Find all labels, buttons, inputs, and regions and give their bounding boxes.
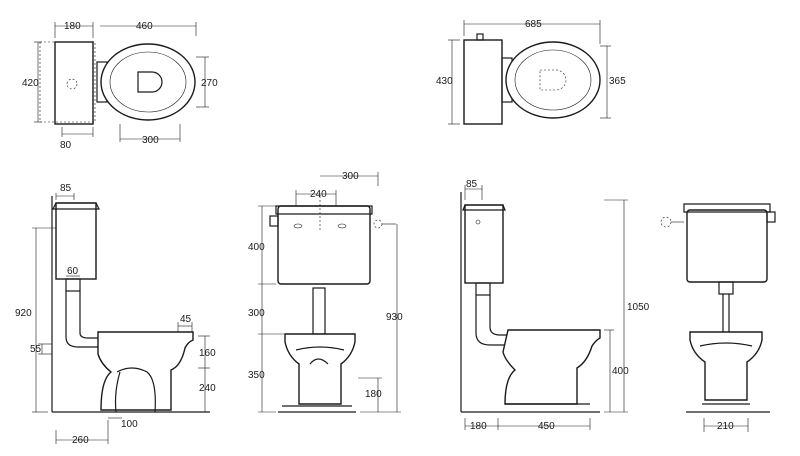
front-view-low-level: 300 240 400 300 350 930 180 [248,171,403,413]
dim-label: 450 [538,421,555,432]
dim-label: 420 [22,78,39,89]
dim-label: 100 [121,419,138,430]
dim-label: 180 [470,421,487,432]
dim-label: 460 [136,21,153,32]
dim-label: 400 [612,366,629,377]
dim-label: 210 [717,421,734,432]
cistern-side [464,204,504,284]
seat-plan [100,43,196,121]
cistern-plan [463,39,503,125]
dim-label: 685 [525,19,542,30]
side-view-low-level: 85 60 920 55 45 160 240 100 260 [15,183,216,446]
dim-label: 240 [199,383,216,394]
seat-plan [505,41,601,119]
dim-label: 300 [142,135,159,146]
dim-label: 270 [201,78,218,89]
front-view-high-level: 210 [660,203,776,432]
dim-label: 80 [60,140,72,151]
dim-label: 350 [248,370,265,381]
plan-view-low-level: 180 460 420 270 80 300 [22,21,218,151]
dim-label: 430 [436,76,453,87]
dim-label: 920 [15,308,32,319]
dim-label: 60 [67,266,79,277]
pan-front [689,331,763,401]
dim-label: 400 [248,242,265,253]
dim-label: 260 [72,435,89,446]
dim-label: 300 [342,171,359,182]
dim-label: 160 [199,348,216,359]
plan-view-high-level: 685 430 365 [436,19,626,125]
dim-label: 240 [310,189,327,200]
dim-label: 180 [365,389,382,400]
dim-label: 45 [180,314,192,325]
pan-side [502,329,601,405]
dim-label: 365 [609,76,626,87]
cistern-front [277,205,371,285]
dim-label: 1050 [627,302,650,313]
dim-label: 85 [466,179,478,190]
dim-label: 55 [30,344,42,355]
dim-label: 300 [248,308,265,319]
side-view-high-level: 85 1050 400 180 450 [460,179,650,432]
dim-label: 930 [386,312,403,323]
pan-front [284,333,356,405]
cistern-front [686,209,768,283]
dim-label: 180 [64,21,81,32]
cistern-plan [54,41,94,125]
dim-label: 85 [60,183,72,194]
